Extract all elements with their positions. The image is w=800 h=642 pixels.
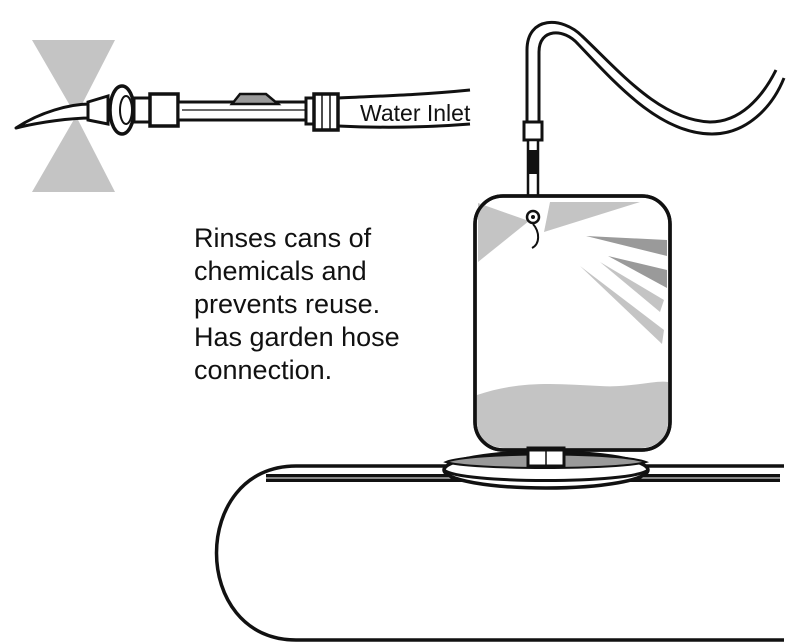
spray-nozzle-assembly — [14, 40, 471, 192]
description-line-2: chemicals and — [194, 256, 367, 286]
rinse-nozzle-stem — [531, 223, 540, 249]
supply-hose — [522, 20, 786, 200]
tank-body — [214, 464, 784, 642]
supply-fitting — [522, 120, 544, 142]
can-liquid — [477, 381, 668, 448]
can-spray-left — [478, 203, 529, 262]
hose-coupling-nut — [312, 92, 340, 132]
connector-ring — [148, 92, 180, 128]
supply-hose-right-edge — [537, 31, 786, 136]
water-inlet-label: Water Inlet — [360, 100, 471, 126]
spray-pattern-bottom — [32, 116, 115, 192]
nozzle-tip — [14, 102, 94, 130]
can-spray-streak-1 — [586, 236, 667, 256]
can-spray-streak-3 — [600, 262, 664, 312]
inlet-hose-bottom-edge — [337, 122, 471, 129]
supply-pipe-threads — [528, 150, 538, 174]
description-line-4: Has garden hose — [194, 322, 400, 352]
spray-pattern-top — [32, 40, 115, 116]
rinse-nozzle-core — [531, 215, 535, 219]
can-spray-streak-2 — [608, 256, 667, 288]
description-line-1: Rinses cans of — [194, 223, 372, 253]
chemical-can — [473, 194, 672, 468]
nozzle-flange-inner — [119, 95, 133, 125]
description-line-3: prevents reuse. — [194, 289, 380, 319]
description-block: Rinses cans of chemicals and prevents re… — [194, 223, 400, 385]
supply-hose-left-edge — [525, 20, 778, 124]
description-line-5: connection. — [194, 355, 332, 385]
inlet-hose-top-edge — [337, 88, 471, 100]
can-spray-streak-4 — [580, 266, 664, 344]
wand-valve — [229, 92, 282, 106]
tank-collar-front — [443, 468, 649, 482]
can-spray-top — [544, 202, 640, 232]
can-outline — [473, 194, 672, 452]
nozzle-cone — [86, 93, 110, 126]
tank — [214, 448, 784, 642]
